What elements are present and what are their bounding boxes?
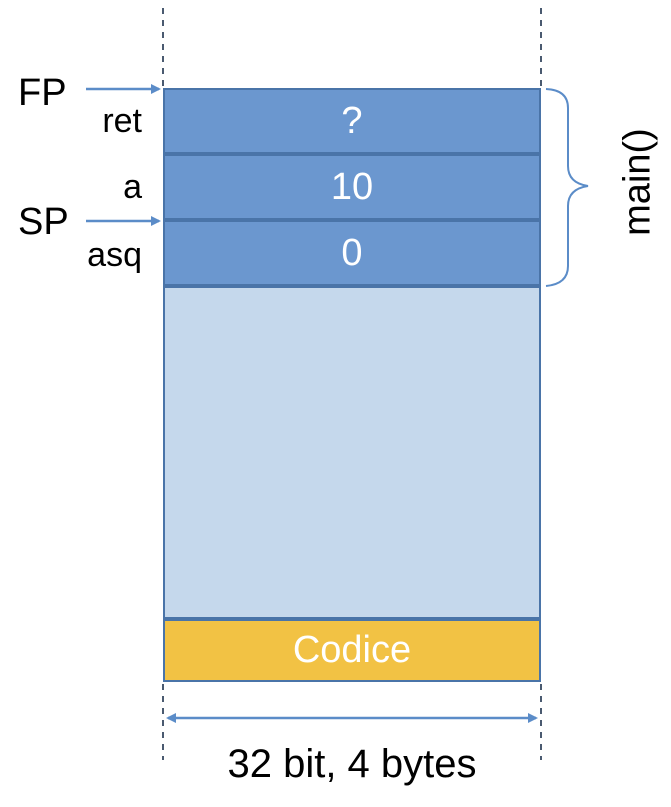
free-memory-area: [163, 286, 541, 619]
frame-brace: [545, 88, 589, 287]
stack-value-ret: ?: [341, 99, 363, 142]
stack-value-asq: 0: [341, 231, 363, 274]
frame-label: main(): [616, 128, 659, 236]
stack-cell-a: 10: [163, 154, 541, 220]
sp-label: SP: [18, 201, 69, 243]
stack-cell-ret: ?: [163, 88, 541, 154]
variable-label-a: a: [123, 168, 142, 206]
fp-label: FP: [18, 72, 67, 114]
stack-value-a: 10: [330, 165, 374, 208]
variable-label-ret: ret: [102, 102, 142, 140]
width-label: 32 bit, 4 bytes: [227, 742, 477, 786]
code-segment-label: Codice: [292, 629, 412, 671]
variable-label-asq: asq: [87, 236, 142, 274]
stack-cell-asq: 0: [163, 220, 541, 286]
code-segment: Codice: [163, 619, 541, 682]
